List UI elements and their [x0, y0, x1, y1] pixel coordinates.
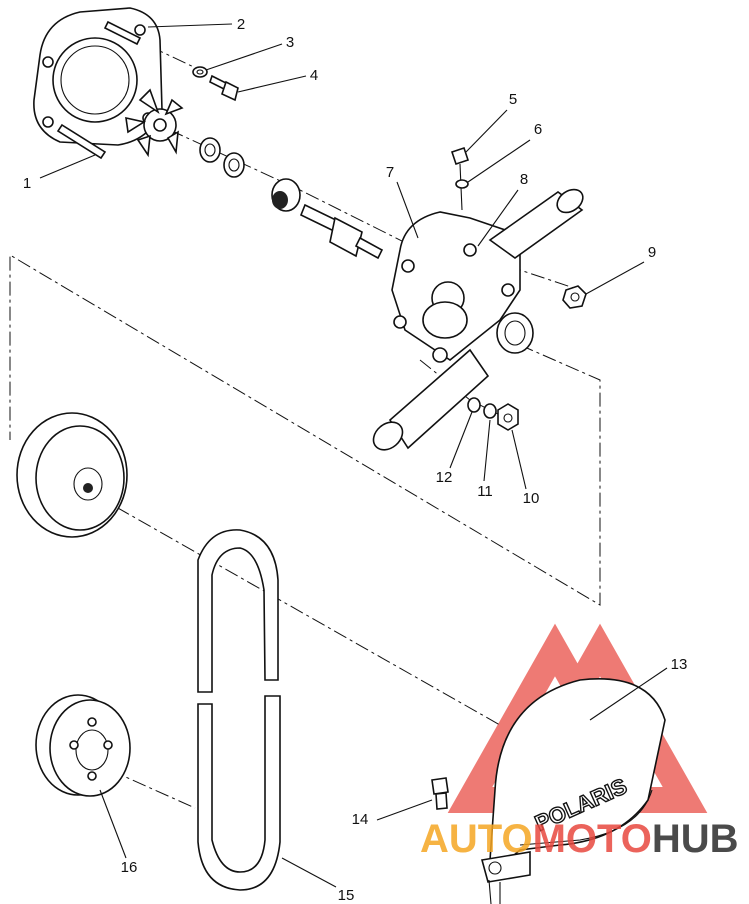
callout-14: 14	[352, 811, 369, 828]
svg-text:AUTOMOTOHUB: AUTOMOTOHUB	[420, 817, 739, 861]
pump-pulley	[35, 694, 131, 797]
bolt-14	[431, 777, 449, 810]
cover-stud-upper	[103, 20, 142, 46]
nut-10	[497, 403, 519, 431]
callout-1: 1	[23, 175, 31, 192]
washer-12	[467, 397, 481, 413]
callout-10: 10	[523, 490, 540, 507]
callout-16: 16	[121, 859, 138, 876]
pump-shaft	[299, 203, 384, 260]
watermark-auto: AUTO	[420, 817, 533, 861]
callout-2: 2	[237, 16, 245, 33]
bolt-5	[450, 146, 470, 211]
nut-9	[562, 285, 587, 309]
callout-15: 15	[338, 887, 355, 904]
watermark-moto: MOTO	[533, 817, 652, 861]
washer-3	[192, 66, 208, 78]
pump-housing	[391, 211, 521, 363]
automotohub-watermark-text: AUTOMOTOHUB	[420, 817, 739, 861]
callout-12: 12	[436, 469, 453, 486]
callout-13: 13	[671, 656, 688, 673]
drive-pulley	[16, 412, 128, 538]
cover-stud-lower	[56, 123, 107, 160]
bolt-4	[209, 74, 239, 102]
callout-leader-lines	[39, 23, 668, 888]
seal-outer	[223, 152, 245, 178]
callout-9: 9	[648, 244, 656, 261]
lock-washer-11	[483, 403, 497, 419]
drive-belt	[197, 529, 281, 891]
seal-inner	[199, 137, 221, 163]
stud-8	[463, 243, 477, 257]
pump-cover	[33, 7, 163, 146]
outlet-pipe-upper	[488, 188, 584, 259]
callout-8: 8	[520, 171, 528, 188]
watermark-hub: HUB	[652, 817, 739, 861]
belt-guard	[480, 678, 666, 904]
impeller	[125, 88, 184, 158]
callout-3: 3	[286, 34, 294, 51]
callout-11: 11	[477, 483, 493, 500]
callout-4: 4	[310, 67, 318, 84]
callout-6: 6	[534, 121, 542, 138]
outlet-pipe-lower	[372, 312, 534, 451]
callout-7: 7	[386, 164, 394, 181]
bearing	[271, 178, 301, 212]
callout-5: 5	[509, 91, 517, 108]
washer-6	[455, 179, 469, 189]
